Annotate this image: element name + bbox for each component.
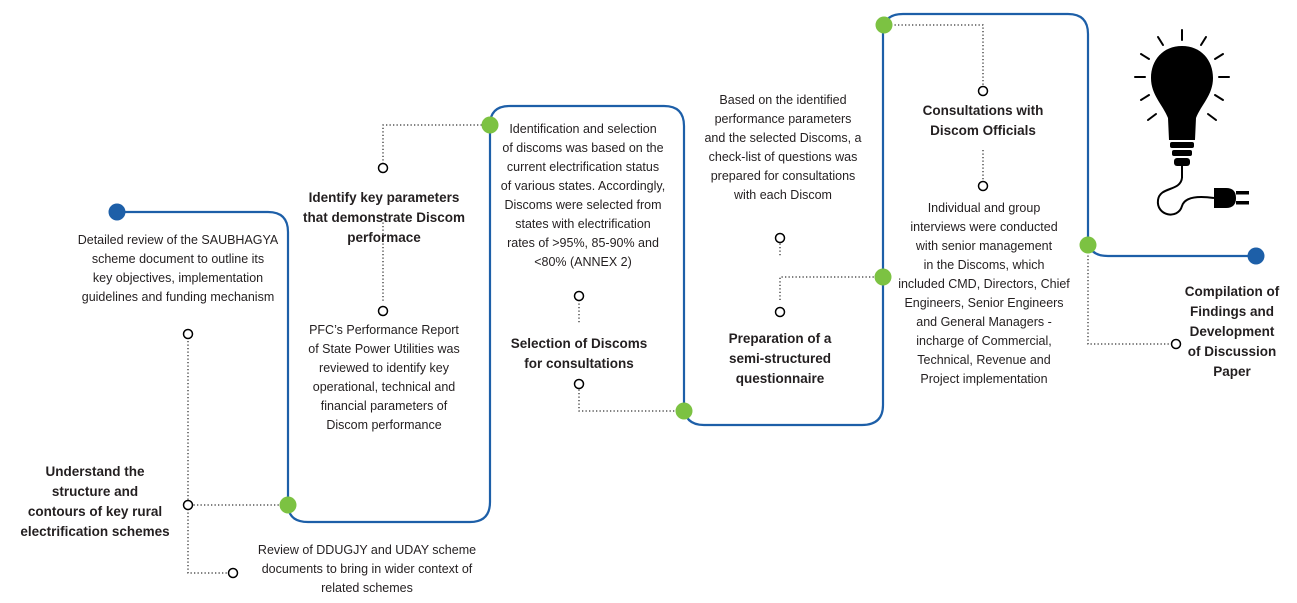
milestone-marker (977, 180, 989, 192)
stage-node (481, 116, 499, 134)
milestone-marker (1170, 338, 1182, 350)
milestone-marker (377, 162, 389, 174)
stage-6-heading: Compilation of Findings and Development … (1184, 284, 1280, 379)
stage-4-note-1: Based on the identified performance para… (704, 93, 862, 202)
milestone-marker (573, 378, 585, 390)
stage-node (675, 402, 693, 420)
stage-nodes (279, 16, 1097, 514)
stage-node (279, 496, 297, 514)
lightbulb-icon (1134, 29, 1230, 178)
process-path (117, 12, 1256, 524)
stage-1-heading: Understand the structure and contours of… (20, 464, 170, 539)
milestone-marker (573, 290, 585, 302)
stage-4-heading: Preparation of a semi-structured questio… (728, 331, 832, 386)
stage-3-heading: Selection of Discoms for consultations (510, 336, 648, 371)
stage-1-note-2: Review of DDUGJY and UDAY scheme documen… (257, 543, 477, 595)
start-point (108, 203, 126, 221)
stage-3-note-1: Identification and selection of discoms … (500, 122, 666, 269)
stage-5-note-1: Individual and group interviews were con… (898, 201, 1070, 386)
stage-2-heading: Identify key parameters that demonstrate… (302, 190, 466, 245)
connectors (187, 24, 1173, 574)
stage-2-note-1: PFC’s Performance Report of State Power … (308, 323, 460, 432)
milestone-marker (774, 232, 786, 244)
milestone-marker (977, 85, 989, 97)
milestone-marker (377, 305, 389, 317)
stage-node (874, 268, 892, 286)
milestone-marker (227, 567, 239, 579)
stage-1-note-1: Detailed review of the SAUBHAGYA scheme … (77, 233, 279, 304)
plug-icon (1156, 177, 1249, 216)
stage-node (875, 16, 893, 34)
stage-node (1079, 236, 1097, 254)
end-point (1247, 247, 1265, 265)
stage-5-heading: Consultations with Discom Officials (922, 103, 1044, 138)
milestone-markers (182, 85, 1182, 579)
milestone-marker (774, 306, 786, 318)
milestone-marker (182, 499, 194, 511)
milestone-marker (182, 328, 194, 340)
